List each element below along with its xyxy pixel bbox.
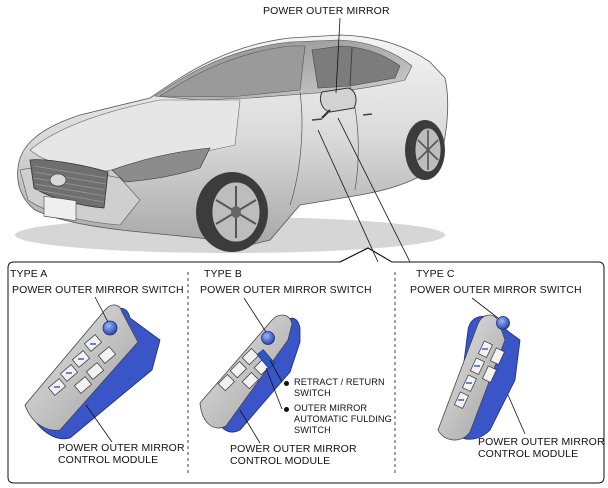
retract-switch-label: RETRACT / RETURN SWITCH [294,377,385,399]
folding-switch-label: OUTER MIRROR AUTOMATIC FULDING SWITCH [294,403,392,436]
car-illustration [15,34,449,253]
folding-line3: SWITCH [294,425,331,435]
retract-line2: SWITCH [294,388,331,398]
type-b-module-line2: CONTROL MODULE [230,455,331,467]
type-c-module-line1: POWER OUTER MIRROR [478,436,605,448]
mirror-switch-knob-c [496,316,510,330]
switch-panel-c [437,297,526,441]
type-c-switch-label: POWER OUTER MIRROR SWITCH [410,284,582,296]
folding-bullet [284,407,289,412]
leader-line-right [337,117,411,263]
type-a-switch-label: POWER OUTER MIRROR SWITCH [12,284,184,296]
type-b-switch-label: POWER OUTER MIRROR SWITCH [200,284,372,296]
retract-bullet [284,381,289,386]
folding-line1: OUTER MIRROR [294,403,368,413]
switch-panel-a [24,296,161,443]
type-a-module-line1: POWER OUTER MIRROR [58,442,185,454]
type-b-module-label: POWER OUTER MIRROR CONTROL MODULE [230,443,357,467]
leader-line-left [317,129,379,263]
switch-panel-b [199,297,301,444]
type-b-label: TYPE B [204,268,242,280]
type-c-label: TYPE C [416,268,455,280]
retract-switch-b [256,349,276,369]
folding-line2: AUTOMATIC FULDING [294,414,392,424]
mirror-switch-knob-a [102,320,118,336]
power-outer-mirror-label: POWER OUTER MIRROR [263,5,390,17]
type-c-module-label: POWER OUTER MIRROR CONTROL MODULE [478,436,605,460]
rear-wheel [405,120,445,180]
retract-line1: RETRACT / RETURN [294,377,385,387]
type-a-module-label: POWER OUTER MIRROR CONTROL MODULE [58,442,185,466]
outer-mirror [319,87,357,119]
mirror-switch-knob-b [261,331,275,345]
type-a-label: TYPE A [10,268,48,280]
type-b-module-line1: POWER OUTER MIRROR [230,443,357,455]
type-a-module-line2: CONTROL MODULE [58,454,159,466]
front-wheel [196,172,268,252]
type-c-module-line2: CONTROL MODULE [478,448,579,460]
mirror-callout-line [335,17,341,94]
